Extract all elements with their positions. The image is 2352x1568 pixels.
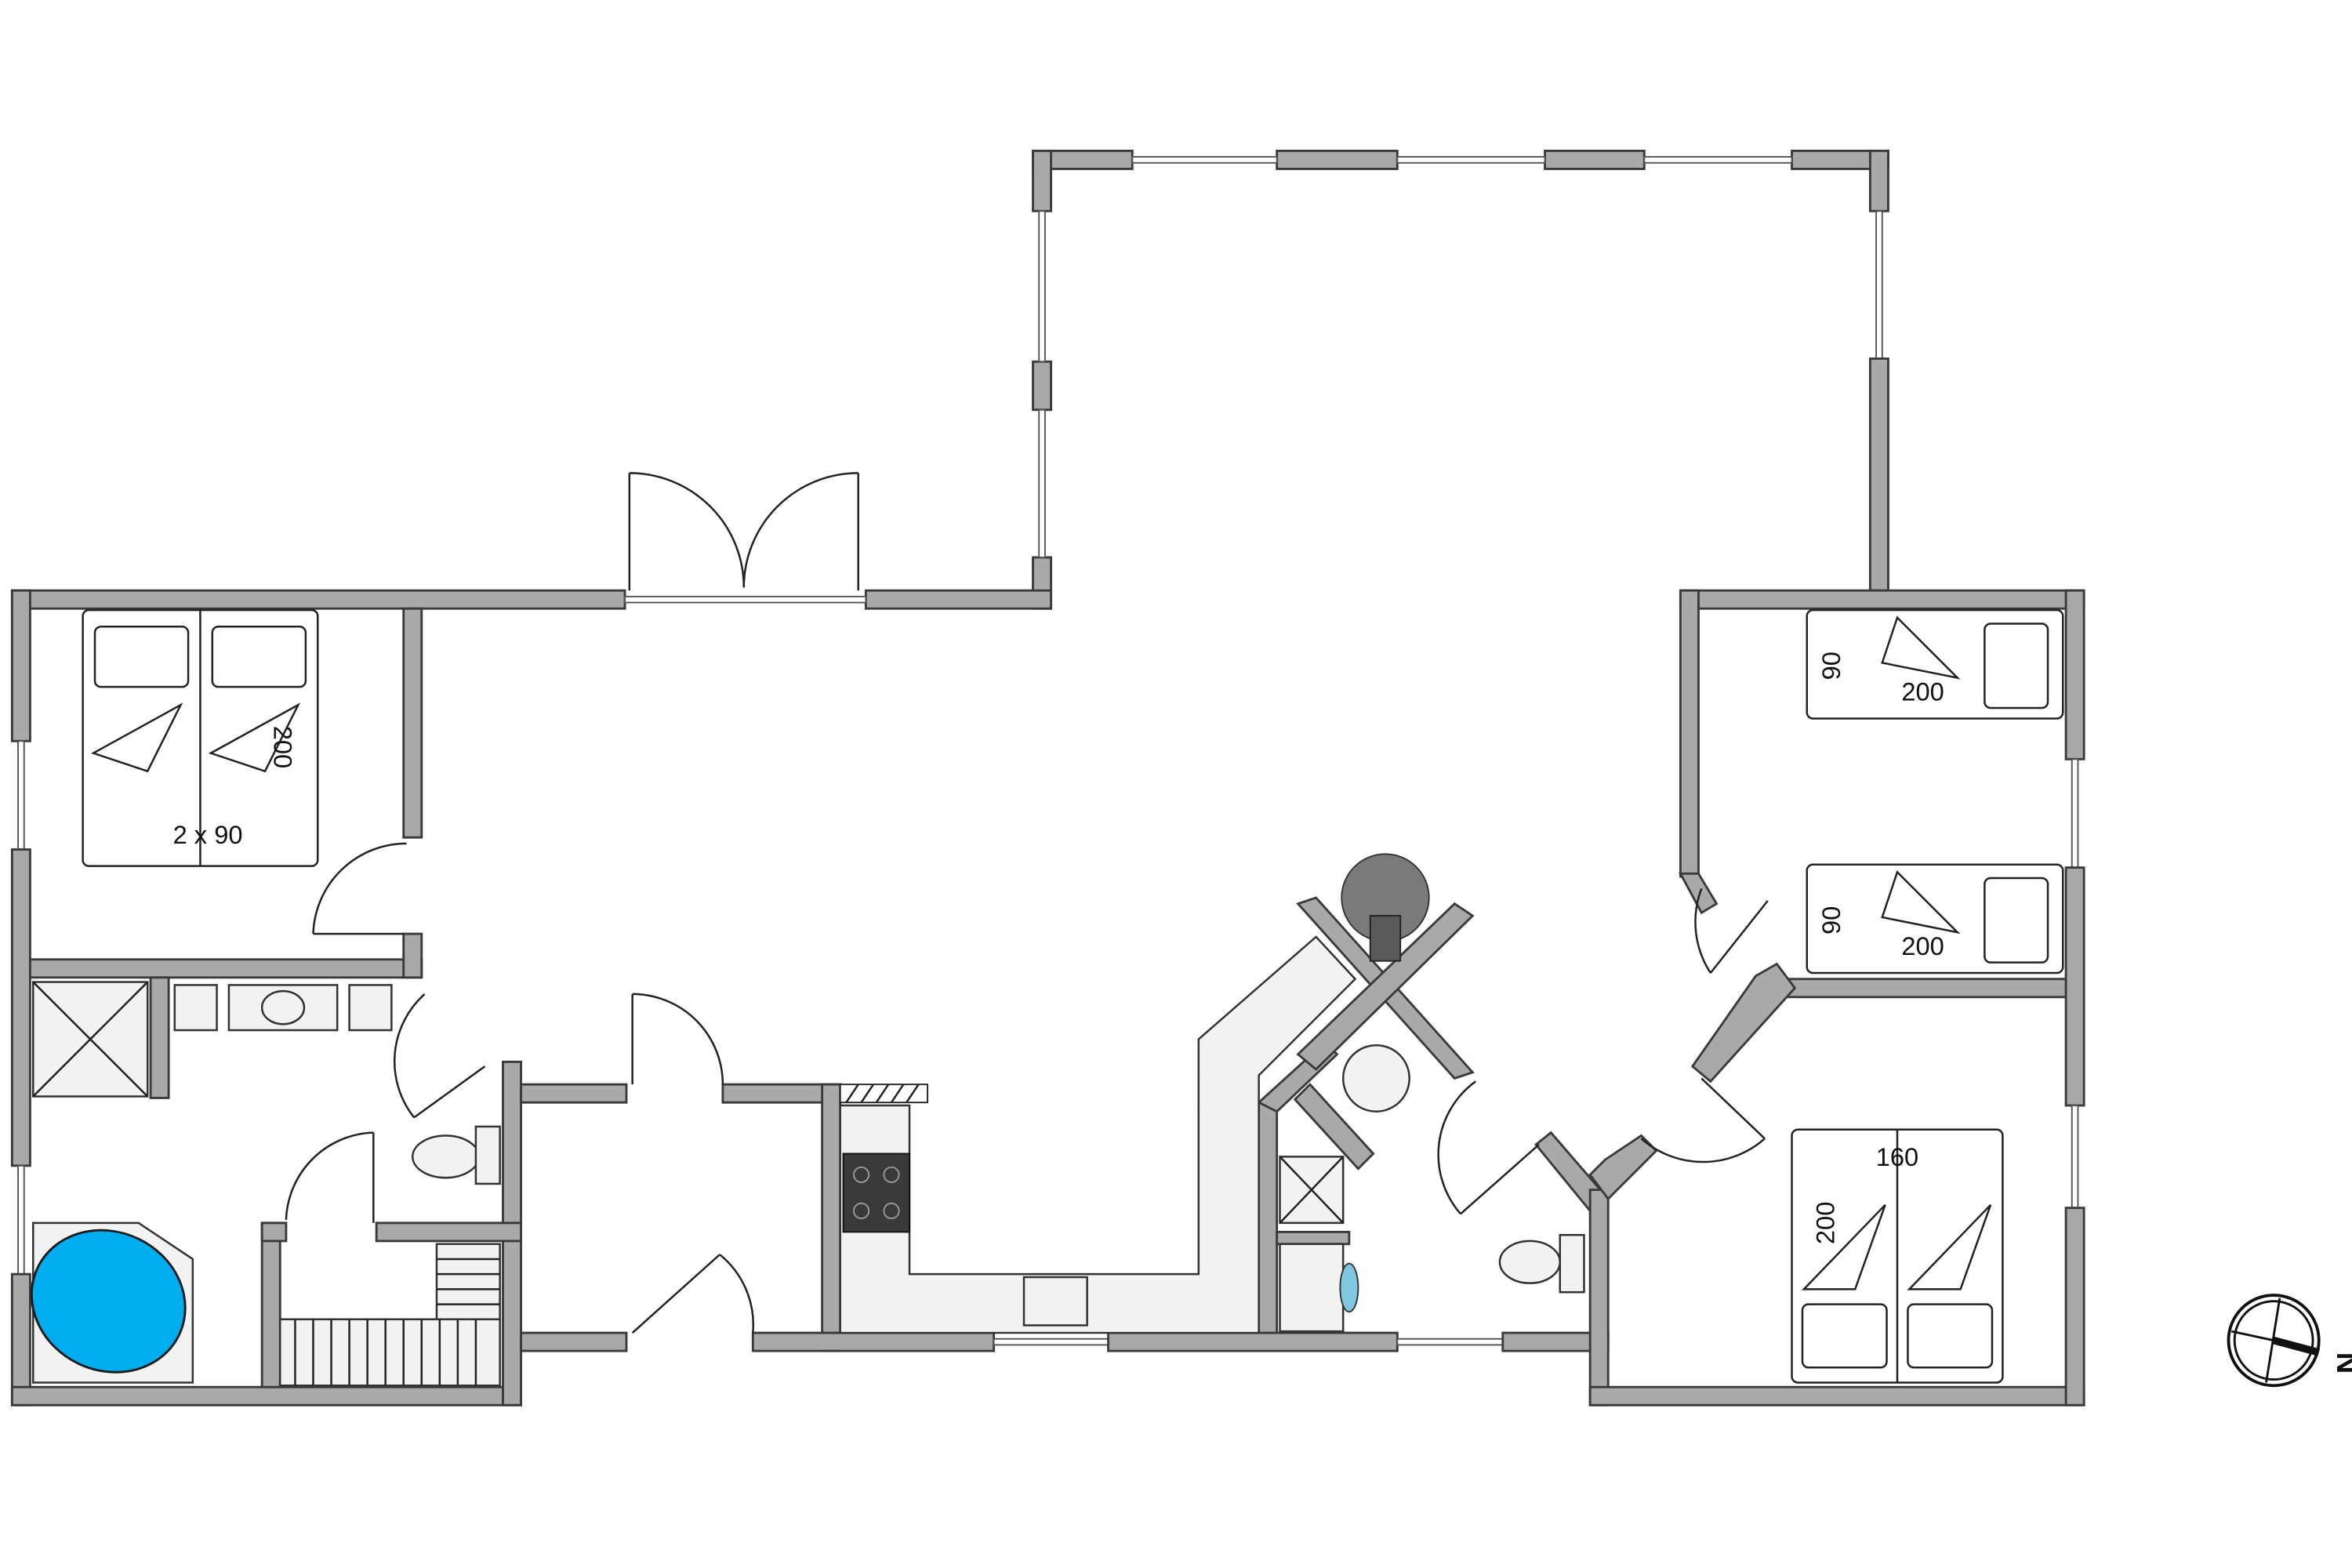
washing-machine-icon (1279, 1243, 1345, 1333)
bed-size-width: 160 (1876, 1142, 1918, 1171)
toilet-icon (412, 1134, 481, 1179)
north-arrow-icon (2272, 1337, 2320, 1356)
compass: N (2227, 1294, 2352, 1388)
sink-icon (1341, 1044, 1410, 1112)
doors (285, 472, 1769, 1334)
bedroom-west: 2 x 90 200 (82, 608, 319, 867)
single-bed (1806, 863, 2064, 975)
bathtub-water (30, 1229, 187, 1374)
bed-size-width: 2 x 90 (173, 820, 243, 849)
bed-size-length: 200 (269, 726, 298, 768)
single-bed (1806, 608, 2064, 720)
bedroom-east: 90 200 90 200 (1806, 608, 2064, 975)
sink-icon (260, 989, 306, 1025)
toilet-icon (1498, 1240, 1562, 1284)
pillow (93, 626, 190, 688)
bathroom-west (30, 981, 501, 1387)
bed-size-width: 90 (1817, 906, 1846, 935)
kitchen-sink-icon (1022, 1276, 1088, 1327)
walls (10, 149, 2085, 1406)
kitchen (839, 853, 1430, 1334)
utility-bathroom (1279, 1044, 1585, 1333)
bedroom-southeast: 160 200 (1791, 1128, 2004, 1384)
bed-size-length: 200 (1901, 931, 1944, 960)
bed-size-width: 90 (1817, 652, 1846, 680)
stairs (278, 1243, 501, 1387)
bed-size-length: 200 (1810, 1202, 1839, 1244)
compass-north-label: N (2330, 1352, 2352, 1374)
pillow (211, 626, 307, 688)
bed-size-length: 200 (1901, 677, 1944, 706)
stove-icon (842, 1152, 911, 1233)
